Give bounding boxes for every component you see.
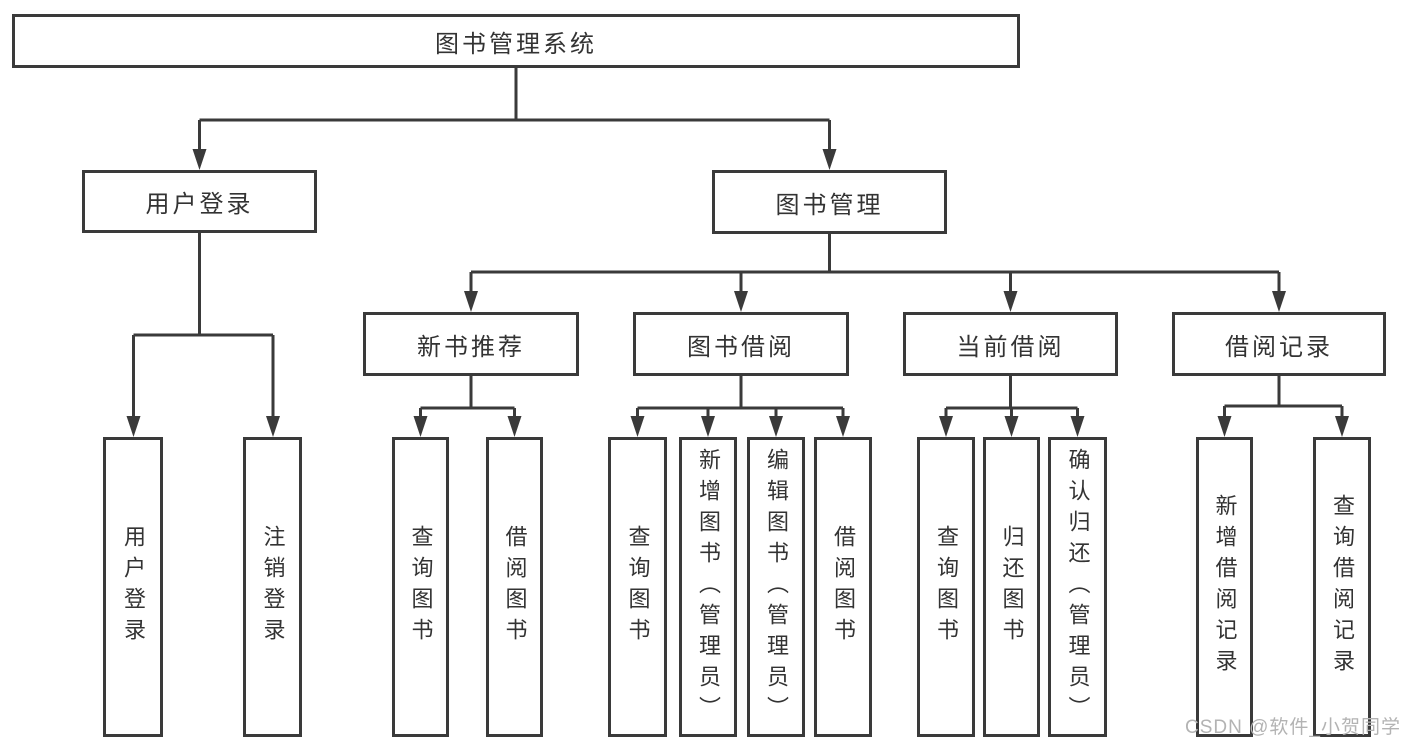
leaf-return-book: 归还图书: [983, 437, 1040, 737]
leaf-label: 借阅图书: [831, 525, 856, 649]
arrow-leaf-query-book-2: [630, 416, 645, 437]
connector-new-book-recommend-children: [419, 376, 516, 427]
arrow-borrow-records: [1272, 291, 1286, 312]
node-current-borrow: 当前借阅: [903, 312, 1118, 376]
arrow-user-login: [192, 149, 207, 170]
arrow-leaf-logout: [266, 416, 280, 437]
leaf-query-book-borrow: 查询图书: [608, 437, 667, 737]
leaf-label: 确认归还（管理员）: [1065, 447, 1091, 727]
leaf-confirm-return-admin: 确认归还（管理员）: [1048, 437, 1107, 737]
leaf-label: 借阅图书: [502, 525, 528, 649]
leaf-query-borrow-record: 查询借阅记录: [1313, 437, 1371, 737]
arrow-leaf-query-book-3: [939, 416, 953, 437]
arrow-leaf-add-book: [701, 416, 715, 437]
node-label: 借阅记录: [1225, 333, 1333, 361]
arrow-leaf-borrow-book-1: [507, 416, 522, 437]
leaf-label: 查询图书: [934, 525, 959, 649]
connector-book-borrow-children: [636, 376, 845, 427]
arrow-leaf-user-login: [126, 416, 141, 437]
connector-root-to-level2: [198, 68, 831, 160]
node-label: 用户登录: [145, 191, 254, 218]
arrow-book-borrow: [734, 291, 748, 312]
leaf-label: 编辑图书（管理员）: [764, 447, 789, 727]
arrow-leaf-add-borrow-record: [1217, 416, 1232, 437]
leaf-query-book-recommend: 查询图书: [392, 437, 449, 737]
leaf-user-login: 用户登录: [103, 437, 163, 737]
arrow-leaf-confirm-return: [1070, 416, 1085, 437]
leaf-add-borrow-record: 新增借阅记录: [1196, 437, 1253, 737]
leaf-label: 查询图书: [625, 525, 651, 649]
node-library-management-system: 图书管理系统: [12, 14, 1020, 68]
node-label: 图书借阅: [687, 333, 795, 361]
leaf-query-book-current: 查询图书: [917, 437, 975, 737]
node-label: 新书推荐: [417, 333, 525, 361]
arrow-leaf-edit-book: [769, 416, 783, 437]
leaf-label: 归还图书: [999, 525, 1025, 649]
node-label: 图书管理系统: [435, 30, 597, 58]
connector-book-management-children: [469, 234, 1281, 302]
leaf-borrow-book: 借阅图书: [814, 437, 872, 737]
node-label: 当前借阅: [956, 333, 1065, 361]
leaf-label: 注销登录: [260, 525, 286, 649]
leaf-label: 查询图书: [408, 525, 434, 649]
leaf-label: 新增借阅记录: [1212, 494, 1238, 680]
arrow-new-book-recommend: [464, 291, 478, 312]
leaf-label: 查询借阅记录: [1330, 494, 1355, 680]
connector-borrow-records-children: [1223, 376, 1344, 427]
node-new-book-recommend: 新书推荐: [363, 312, 579, 376]
arrow-leaf-query-book-1: [413, 416, 428, 437]
arrow-current-borrow: [1003, 291, 1018, 312]
node-user-login: 用户登录: [82, 170, 317, 233]
node-label: 图书管理: [775, 191, 884, 219]
leaf-borrow-book-recommend: 借阅图书: [486, 437, 543, 737]
leaf-logout: 注销登录: [243, 437, 302, 737]
arrow-leaf-query-borrow-record: [1335, 416, 1349, 437]
arrow-leaf-return-book: [1004, 416, 1019, 437]
csdn-watermark: CSDN @软件_小贺同学: [1185, 717, 1401, 738]
leaf-add-book-admin: 新增图书（管理员）: [679, 437, 737, 737]
connector-user-login-children: [132, 233, 275, 427]
leaf-label: 新增图书（管理员）: [696, 447, 721, 727]
node-book-borrow: 图书借阅: [633, 312, 849, 376]
node-book-management: 图书管理: [712, 170, 947, 234]
arrow-book-management: [822, 149, 837, 170]
arrow-leaf-borrow-book-2: [836, 416, 850, 437]
node-borrow-records: 借阅记录: [1172, 312, 1386, 376]
leaf-label: 用户登录: [121, 525, 146, 649]
leaf-edit-book-admin: 编辑图书（管理员）: [747, 437, 805, 737]
